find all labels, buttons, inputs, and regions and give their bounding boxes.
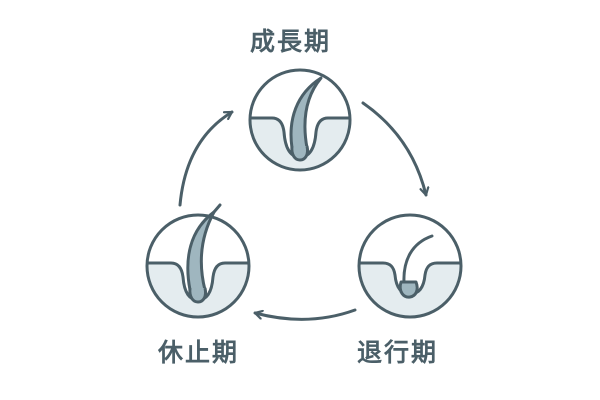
hair-follicle-regressing-icon	[357, 213, 463, 319]
hair-follicle-resting-icon	[145, 203, 251, 319]
stage-label-telogen: 休止期	[158, 338, 240, 367]
stage-label-anagen: 成長期	[250, 27, 332, 56]
arrow-anagen-to-catagen	[361, 101, 426, 197]
arrow-catagen-to-telogen	[253, 308, 357, 321]
arrow-telogen-to-anagen	[178, 110, 234, 207]
hair-follicle-growing-icon	[248, 68, 352, 172]
stage-label-catagen: 退行期	[357, 338, 439, 367]
